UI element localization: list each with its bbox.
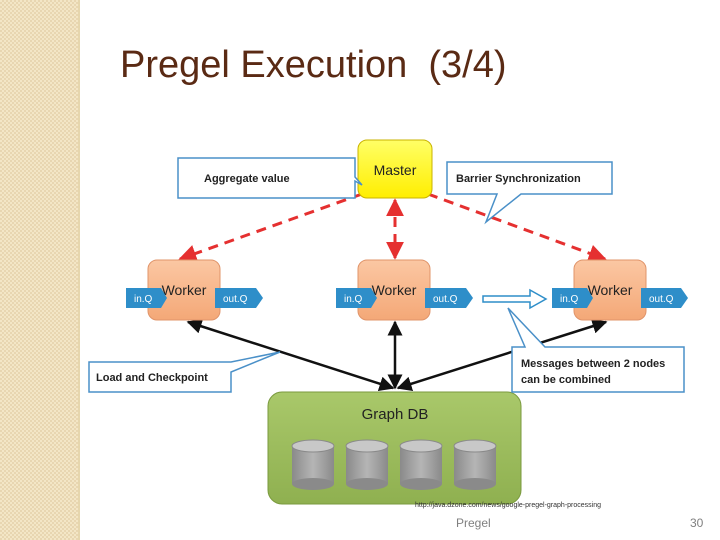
- callout-messages-line1: Messages between 2 nodes: [521, 358, 665, 370]
- worker-node-left: Worker in.Q out.Q: [126, 259, 263, 321]
- callout-messages-combined: Messages between 2 nodes can be combined: [507, 307, 685, 393]
- inq-queue: [552, 288, 593, 308]
- callout-aggregate-text: Aggregate value: [204, 173, 290, 185]
- master-node: Master: [357, 139, 433, 199]
- database-cylinder-icon: [291, 439, 335, 490]
- barrier-dashed-arrows: [178, 192, 607, 263]
- outq-queue: [215, 288, 263, 308]
- callout-aggregate-value: Aggregate value: [177, 157, 363, 199]
- slide-title: Pregel Execution (3/4): [120, 44, 507, 86]
- callout-load-checkpoint: Load and Checkpoint: [88, 351, 281, 393]
- arrow-worker-right-to-graphdb: [396, 318, 608, 392]
- message-transfer-arrow: [482, 288, 548, 310]
- inq-queue: [336, 288, 377, 308]
- inq-label: in.Q: [560, 294, 579, 305]
- graph-db: Graph DB: [267, 391, 522, 505]
- outq-label: out.Q: [223, 294, 248, 305]
- database-cylinder-icon: [399, 439, 443, 490]
- outq-queue: [425, 288, 473, 308]
- graph-db-label: Graph DB: [362, 406, 429, 423]
- dashed-arrow-master-to-worker-right: [427, 192, 607, 262]
- inq-label: in.Q: [344, 294, 363, 305]
- worker-node-middle: Worker in.Q out.Q: [336, 259, 473, 321]
- inq-label: in.Q: [134, 294, 153, 305]
- page-number: 30: [690, 516, 704, 530]
- callout-messages-line2: can be combined: [521, 374, 611, 386]
- database-cylinder-icon: [453, 439, 497, 490]
- master-label: Master: [374, 162, 417, 178]
- outq-label: out.Q: [649, 294, 674, 305]
- source-url: http://java.dzone.com/news/google-pregel…: [415, 502, 601, 509]
- callout-barrier-sync: Barrier Synchronization: [446, 161, 613, 225]
- callout-load-text: Load and Checkpoint: [96, 372, 208, 384]
- decorative-side-strip: [0, 0, 80, 540]
- load-arrows: [186, 318, 608, 392]
- side-strip-edge: [78, 0, 80, 540]
- worker-label: Worker: [162, 282, 207, 298]
- outq-label: out.Q: [433, 294, 458, 305]
- callout-barrier-text: Barrier Synchronization: [456, 173, 581, 185]
- worker-label: Worker: [588, 282, 633, 298]
- outq-queue: [641, 288, 688, 308]
- inq-queue: [126, 288, 167, 308]
- footer-label: Pregel: [456, 516, 491, 530]
- worker-node-right: Worker in.Q out.Q: [552, 259, 688, 321]
- arrow-worker-left-to-graphdb: [186, 318, 395, 392]
- dashed-arrow-master-to-worker-left: [178, 192, 363, 263]
- database-cylinder-icon: [345, 439, 389, 490]
- worker-label: Worker: [372, 282, 417, 298]
